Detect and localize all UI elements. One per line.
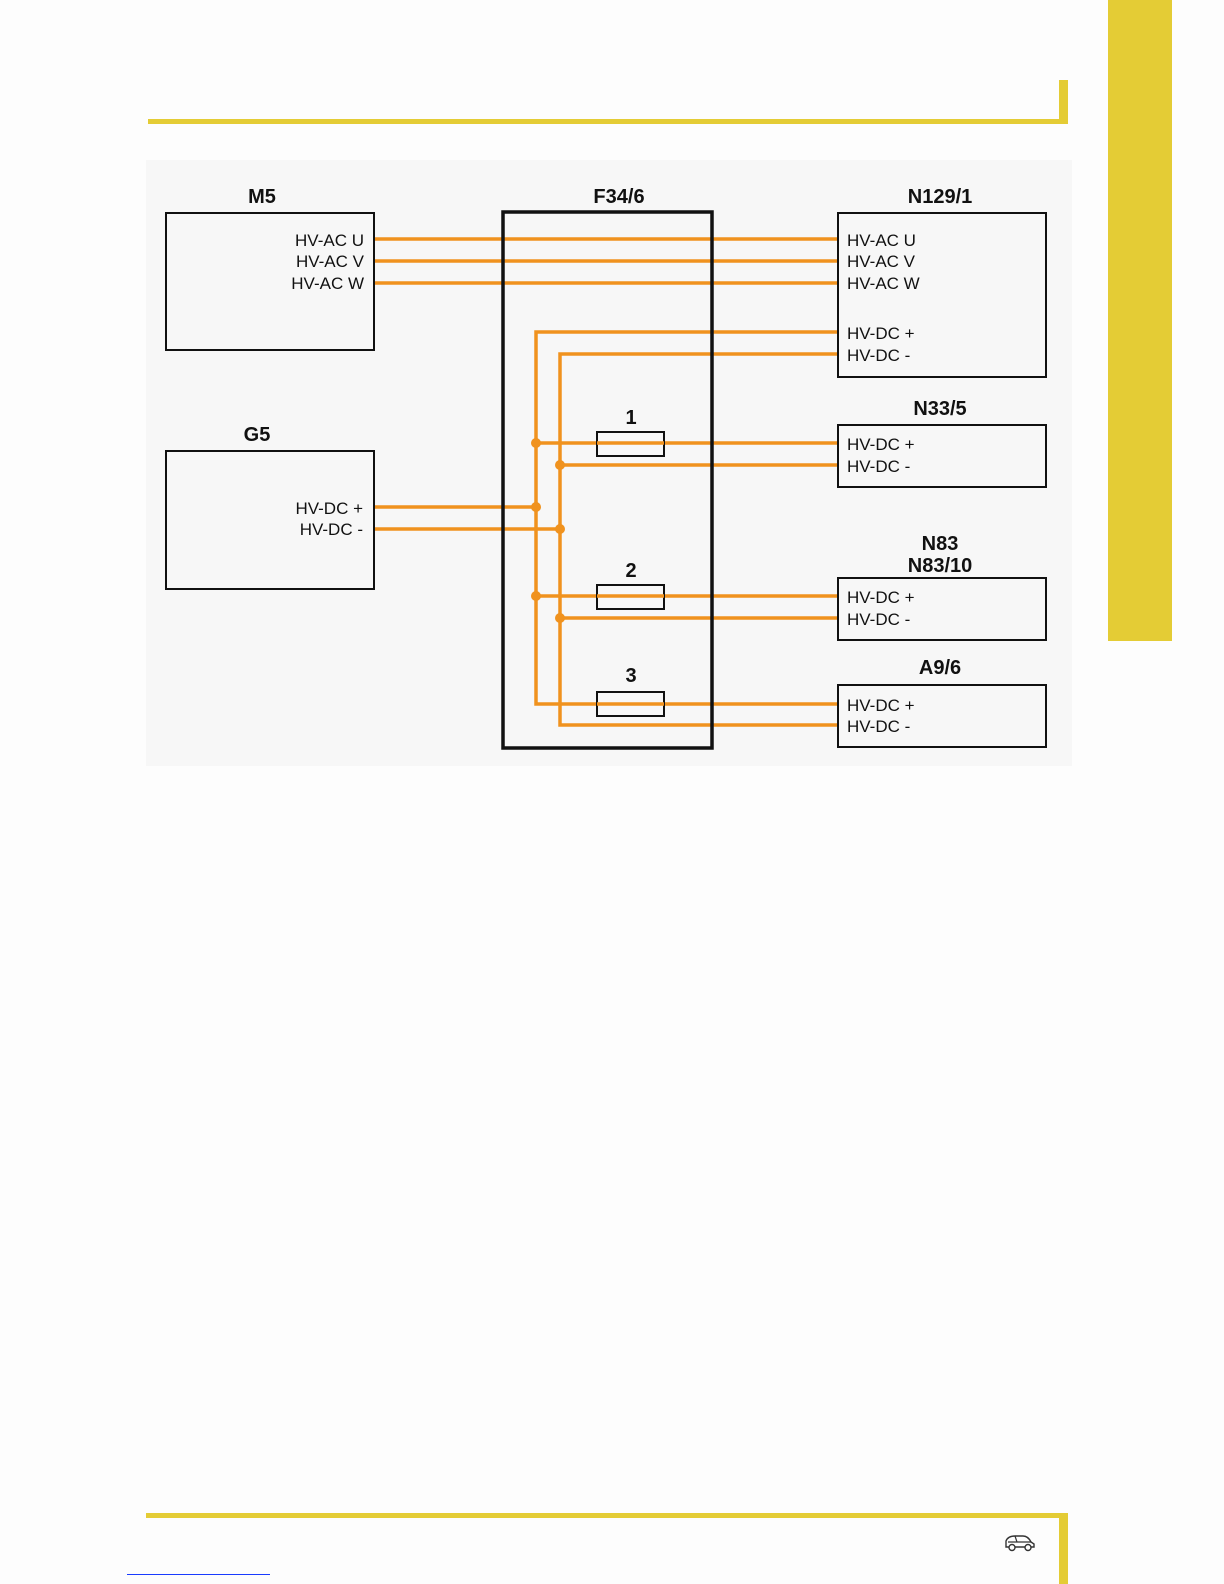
m5-title: M5	[248, 186, 276, 208]
junction-dot	[555, 613, 565, 623]
footer-rule-tick	[1059, 1513, 1068, 1584]
pin-label: HV-DC +	[295, 499, 363, 518]
n83-10-title: N83/10	[908, 555, 973, 577]
junction-dot	[531, 438, 541, 448]
junction-dot	[555, 524, 565, 534]
pin-label: HV-AC V	[296, 252, 365, 271]
pin-label: HV-AC V	[847, 252, 916, 271]
fuse-label: 3	[625, 665, 636, 687]
pin-label: HV-DC -	[847, 610, 910, 629]
a9-6-title: A9/6	[919, 657, 961, 679]
pin-label: HV-AC U	[295, 231, 364, 250]
pin-label: HV-DC -	[847, 717, 910, 736]
fuse-label: 2	[625, 560, 636, 582]
junction-dot	[555, 460, 565, 470]
pin-label: HV-AC W	[291, 274, 364, 293]
pin-label: HV-DC -	[847, 457, 910, 476]
pin-label: HV-DC -	[300, 520, 363, 539]
pin-label: HV-DC -	[847, 346, 910, 365]
footer-rule	[146, 1513, 1068, 1518]
junction-dot	[531, 591, 541, 601]
n33-5-title: N33/5	[913, 398, 966, 420]
footer-link-underline[interactable]	[127, 1574, 270, 1575]
pin-label: HV-AC U	[847, 231, 916, 250]
pin-label: HV-DC +	[847, 324, 915, 343]
pin-label: HV-DC +	[847, 588, 915, 607]
pin-label: HV-AC W	[847, 274, 920, 293]
n129-1-title: N129/1	[908, 186, 973, 208]
g5-title: G5	[244, 424, 271, 446]
n83-title: N83	[922, 533, 959, 555]
pin-label: HV-DC +	[847, 696, 915, 715]
car-icon	[1004, 1534, 1036, 1552]
pin-label: HV-DC +	[847, 435, 915, 454]
fuse-label: 1	[625, 407, 636, 429]
f34-6-title: F34/6	[593, 186, 644, 208]
junction-dot	[531, 502, 541, 512]
